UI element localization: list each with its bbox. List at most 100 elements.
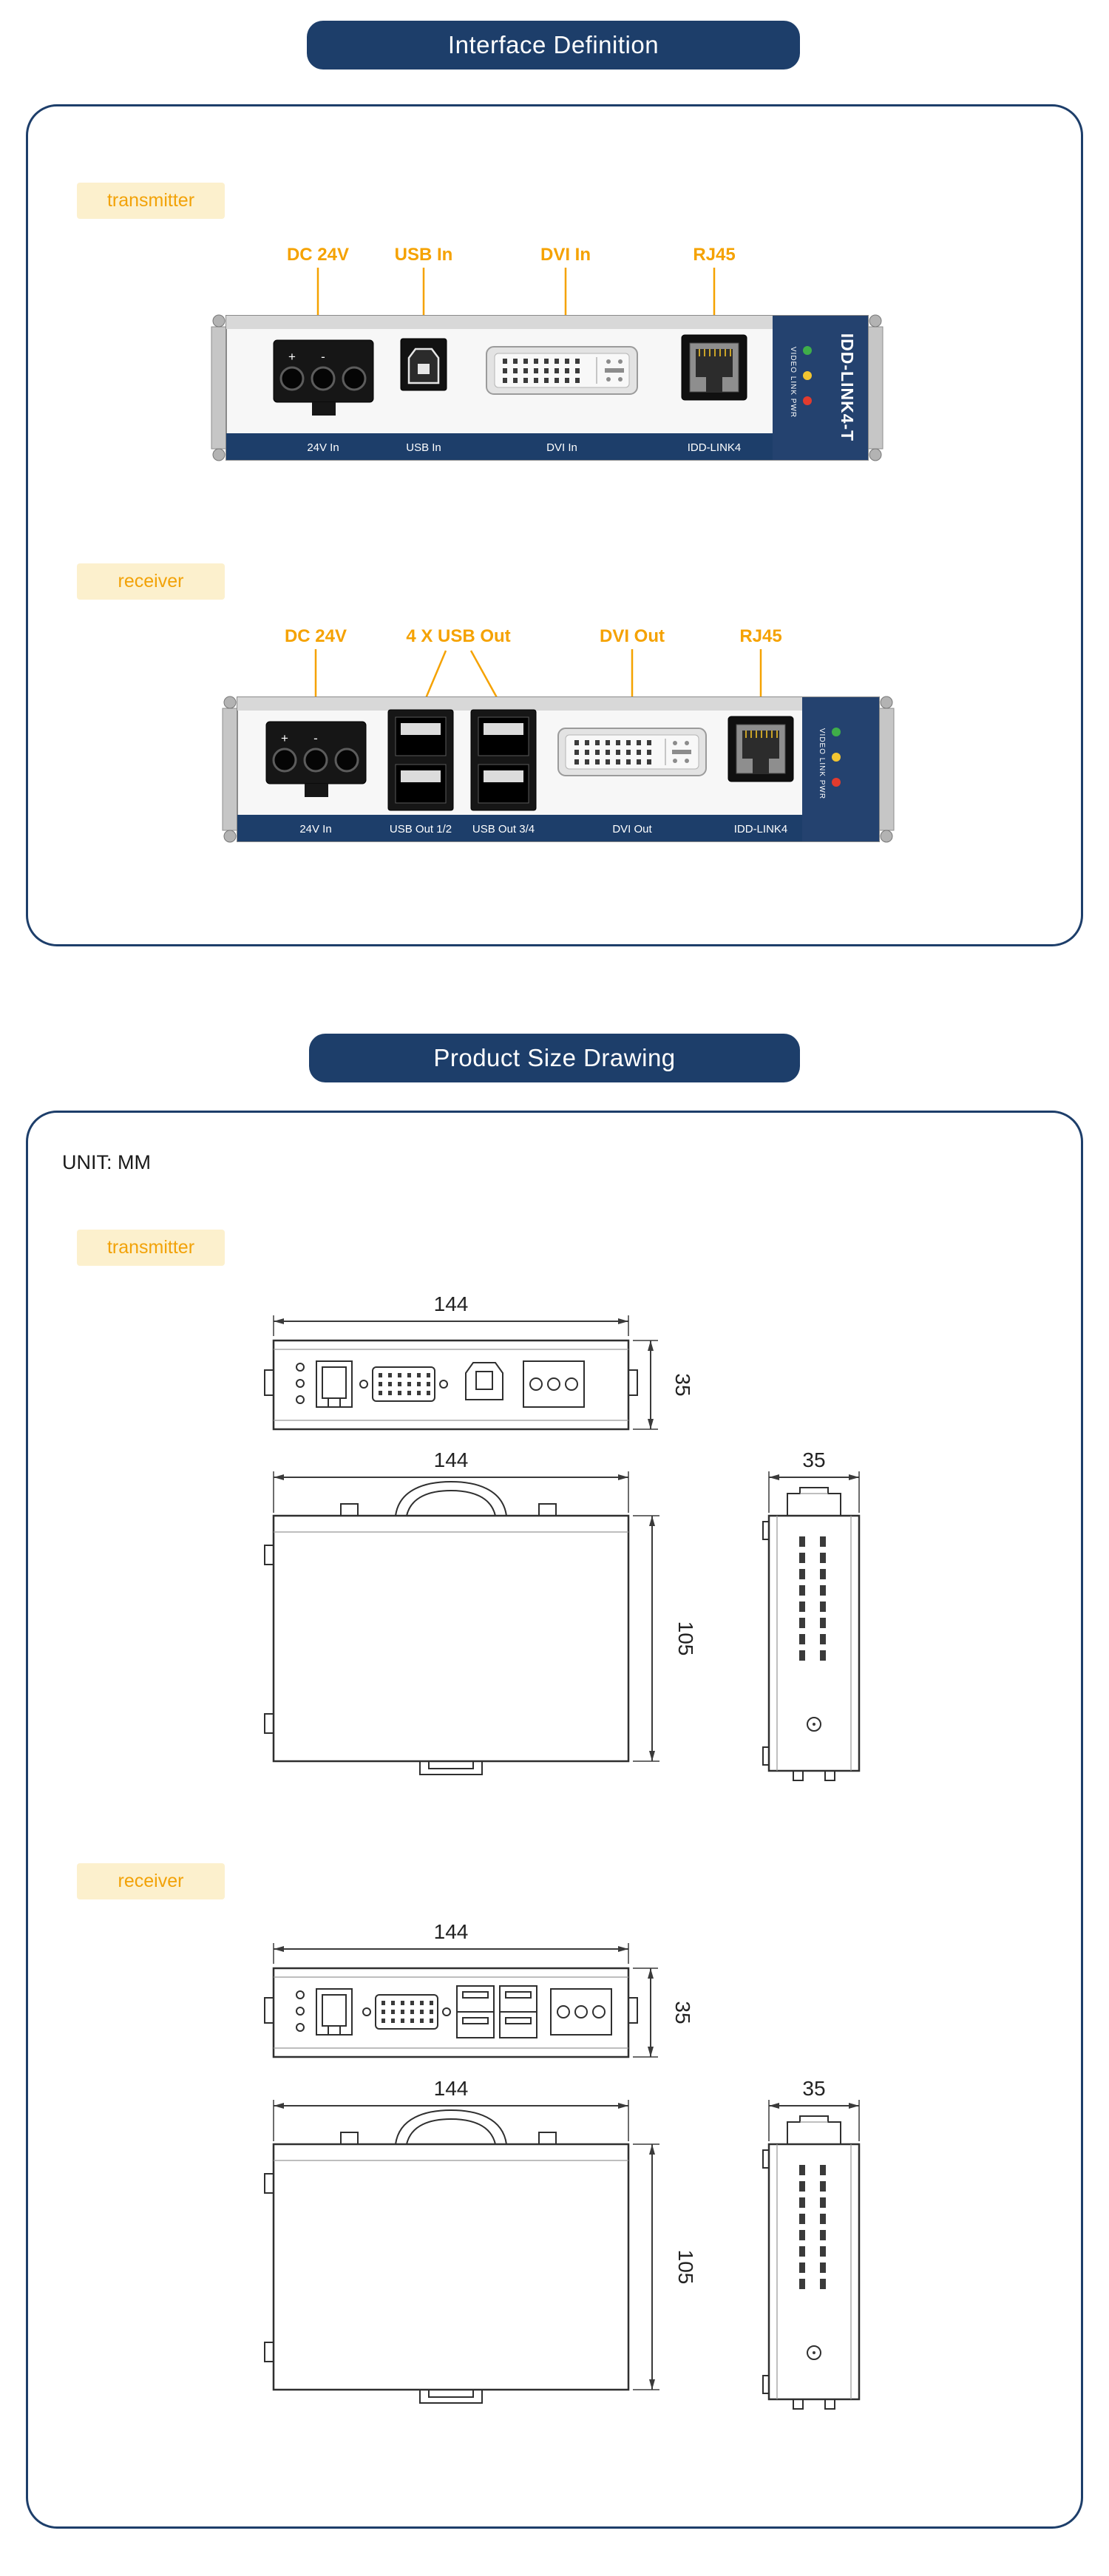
dim-side-width: 35	[802, 2077, 825, 2100]
width-dimension-144: 144	[273, 1292, 629, 1336]
port-labels: 24V In USB Out 1/2 USB Out 3/4 DVI Out I…	[299, 823, 787, 835]
width-dimension-35: 35	[768, 1448, 860, 1513]
port-labels: 24V In USB In DVI In IDD-LINK4	[307, 441, 741, 454]
status-panel: VIDEO LINK PWR IDD-LINK4-T	[773, 316, 868, 460]
dim-top-width: 144	[434, 2077, 469, 2100]
callout-4x-usb-out: 4 X USB Out	[406, 626, 510, 646]
callout-rj45: RJ45	[693, 245, 735, 265]
front-usb-stack-1	[456, 1985, 495, 2038]
dc-power-terminal: + -	[265, 721, 367, 797]
usb-a-stack-1	[387, 709, 454, 811]
port-label-usb-out-34: USB Out 3/4	[472, 823, 535, 835]
front-leds	[296, 1363, 305, 1404]
front-rj45	[316, 1988, 353, 2036]
led-pwr-red	[832, 778, 841, 787]
depth-dimension-105: 105	[633, 1515, 697, 1762]
interface-definition-title: Interface Definition	[447, 31, 659, 58]
port-label-dvi-out: DVI Out	[612, 823, 652, 835]
led-video-green	[832, 728, 841, 736]
interface-definition-banner: Interface Definition	[307, 21, 800, 70]
polarity-minus: -	[321, 350, 325, 364]
width-dimension-35: 35	[768, 2077, 860, 2141]
front-leds	[296, 1990, 305, 2032]
transmitter-tag-size: transmitter	[77, 1230, 225, 1266]
din-rail-clip	[340, 2109, 557, 2145]
led-pwr-red	[803, 396, 812, 405]
dim-top-depth: 105	[674, 2250, 697, 2285]
status-panel: VIDEO LINK PWR	[802, 697, 879, 841]
front-outline	[264, 1967, 638, 2058]
din-rail-clip	[340, 1480, 557, 1516]
led-link-yellow	[832, 753, 841, 762]
callout-usb-in: USB In	[395, 245, 453, 265]
height-dimension-35: 35	[633, 1340, 694, 1430]
polarity-plus: +	[281, 731, 288, 745]
usb-a-stack-2	[470, 709, 537, 811]
callout-dc24v: DC 24V	[287, 245, 349, 265]
top-outline	[264, 1514, 630, 1775]
callout-dvi-in: DVI In	[540, 245, 591, 265]
rj45-port	[728, 716, 794, 782]
led-labels: VIDEO LINK PWR	[789, 347, 797, 418]
receiver-rear-panel-illustration: DC 24V 4 X USB Out DVI Out RJ45	[222, 626, 895, 843]
width-dimension-144: 144	[273, 1920, 629, 1964]
usb-b-port	[400, 338, 447, 391]
dvi-connector	[486, 346, 638, 395]
callout-dc24v: DC 24V	[285, 626, 347, 646]
receiver-top-view-drawing: 144 105	[264, 2077, 697, 2404]
unit-label: UNIT: MM	[62, 1151, 151, 1173]
mounting-ears	[211, 314, 884, 461]
receiver-device: + -	[222, 696, 895, 843]
port-label-idd-link4: IDD-LINK4	[734, 823, 788, 835]
dim-top-depth: 105	[674, 1621, 697, 1656]
front-outline	[264, 1339, 638, 1431]
screw-hole	[807, 2345, 821, 2360]
polarity-minus: -	[313, 731, 318, 745]
receiver-tag-size: receiver	[77, 1863, 225, 1899]
led-labels: VIDEO LINK PWR	[818, 728, 826, 799]
dvi-connector	[557, 728, 707, 776]
port-label-24v-in: 24V In	[299, 823, 331, 835]
transmitter-device: + -	[211, 314, 884, 461]
front-usb-stack-2	[499, 1985, 537, 2038]
dim-front-height: 35	[671, 1373, 694, 1396]
device-top-strip	[226, 316, 868, 329]
transmitter-side-view-drawing: 35	[762, 1448, 861, 1781]
dim-top-width: 144	[434, 1448, 469, 1471]
dc-power-terminal: + -	[273, 339, 374, 416]
transmitter-rear-panel-illustration: DC 24V USB In DVI In RJ45 +	[211, 245, 884, 461]
port-label-24v-in: 24V In	[307, 441, 339, 454]
dim-side-width: 35	[802, 1448, 825, 1471]
front-dvi	[362, 1994, 451, 2030]
transmitter-front-view-drawing: 144 35	[264, 1292, 694, 1431]
dim-front-width: 144	[434, 1920, 469, 1943]
top-outline	[264, 2143, 630, 2404]
model-label: IDD-LINK4-T	[838, 333, 857, 441]
device-label-strip	[237, 815, 879, 841]
width-dimension-144: 144	[273, 2077, 629, 2141]
mounting-ears	[222, 696, 895, 843]
rj45-port	[681, 334, 747, 401]
front-usb-b	[465, 1362, 503, 1400]
transmitter-top-view-drawing: 144 105	[264, 1448, 697, 1775]
height-dimension-35: 35	[633, 1967, 694, 2058]
side-outline	[762, 2115, 861, 2410]
device-label-strip	[226, 433, 868, 460]
polarity-plus: +	[288, 350, 296, 364]
led-video-green	[803, 346, 812, 355]
product-size-banner: Product Size Drawing	[309, 1034, 800, 1082]
front-rj45	[316, 1360, 353, 1408]
front-dvi	[359, 1366, 448, 1402]
callout-rj45: RJ45	[739, 626, 781, 646]
width-dimension-144: 144	[273, 1448, 629, 1513]
product-size-title: Product Size Drawing	[433, 1044, 676, 1071]
transmitter-callouts: DC 24V USB In DVI In RJ45	[287, 245, 736, 344]
port-label-usb-out-12: USB Out 1/2	[390, 823, 452, 835]
receiver-front-view-drawing: 144	[264, 1920, 694, 2058]
receiver-side-view-drawing: 35	[762, 2077, 861, 2410]
front-power	[550, 1988, 612, 2036]
transmitter-tag-interface: transmitter	[77, 183, 225, 219]
port-label-idd-link4: IDD-LINK4	[688, 441, 742, 454]
callout-dvi-out: DVI Out	[600, 626, 665, 646]
